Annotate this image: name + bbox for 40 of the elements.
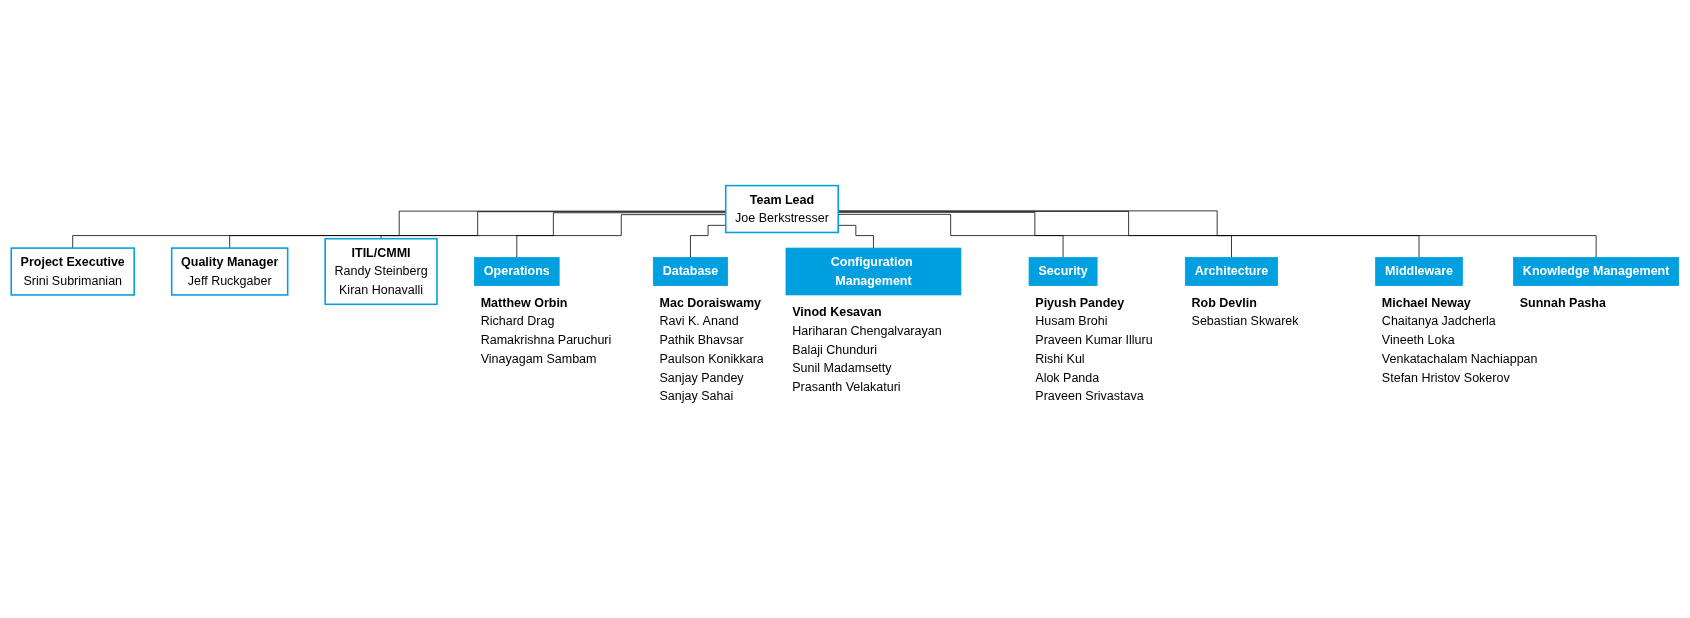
node-box: Knowledge Management [1513, 257, 1680, 286]
node-label: Stefan Hristov Sokerov [1381, 370, 1510, 384]
node-label: Sunil Madamsetty [792, 361, 892, 375]
node-label: Sanjay Sahai [659, 389, 734, 403]
node-label: Vineeth Loka [1381, 333, 1455, 347]
node-label: Vinayagam Sambam [480, 351, 597, 366]
node-label: Matthew Orbin [480, 295, 568, 309]
node-label: Praveen Kumar Illuru [1035, 333, 1153, 347]
node-label: Alok Panda [1035, 370, 1100, 384]
node-label: Rob Devlin [1191, 295, 1257, 309]
node-box: Team Lead Joe Berkstresser [724, 184, 839, 234]
node-box: Middleware [1375, 257, 1463, 286]
node-label: Balaji Chunduri [792, 342, 877, 356]
node-label: Mac Doraiswamy [659, 295, 761, 309]
node-label: Sunnah Pasha [1519, 295, 1606, 309]
node-box: ITIL/CMMI Randy Steinberg Kiran Honavalli [324, 237, 438, 306]
node-label: Vinod Kesavan [792, 305, 882, 319]
node-label: Paulson Konikkara [659, 351, 764, 366]
node-label: Hariharan Chengalvarayan [792, 323, 942, 338]
node-label: Sanjay Pandey [659, 370, 744, 384]
node-label: Ramakrishna Paruchuri [480, 333, 612, 347]
node-box: Security [1028, 257, 1098, 286]
node-box: Project Executive Srini Subrimanian [10, 247, 135, 296]
node-label: Piyush Pandey [1035, 295, 1125, 309]
node-label: Husam Brohi [1035, 314, 1108, 328]
node-label: Chaitanya Jadcherla [1381, 314, 1496, 328]
node-label: Sebastian Skwarek [1191, 314, 1299, 328]
node-box: Operations [474, 257, 560, 286]
node-label: Prasanth Velakaturi [792, 380, 901, 394]
node-label: Richard Drag [480, 314, 555, 328]
node-label: Pathik Bhavsar [659, 333, 744, 347]
node-label: Rishi Kul [1035, 351, 1085, 366]
node-label: Ravi K. Anand [659, 314, 739, 328]
node-label: Venkatachalam Nachiappan [1381, 351, 1538, 366]
node-box: Configuration Management [785, 247, 962, 296]
node-label: Michael Neway [1381, 295, 1471, 309]
node-label: Praveen Srivastava [1035, 389, 1144, 403]
node-box: Quality Manager Jeff Ruckgaber [170, 247, 289, 296]
node-box: Architecture [1184, 257, 1279, 286]
node-box: Database [652, 257, 728, 286]
